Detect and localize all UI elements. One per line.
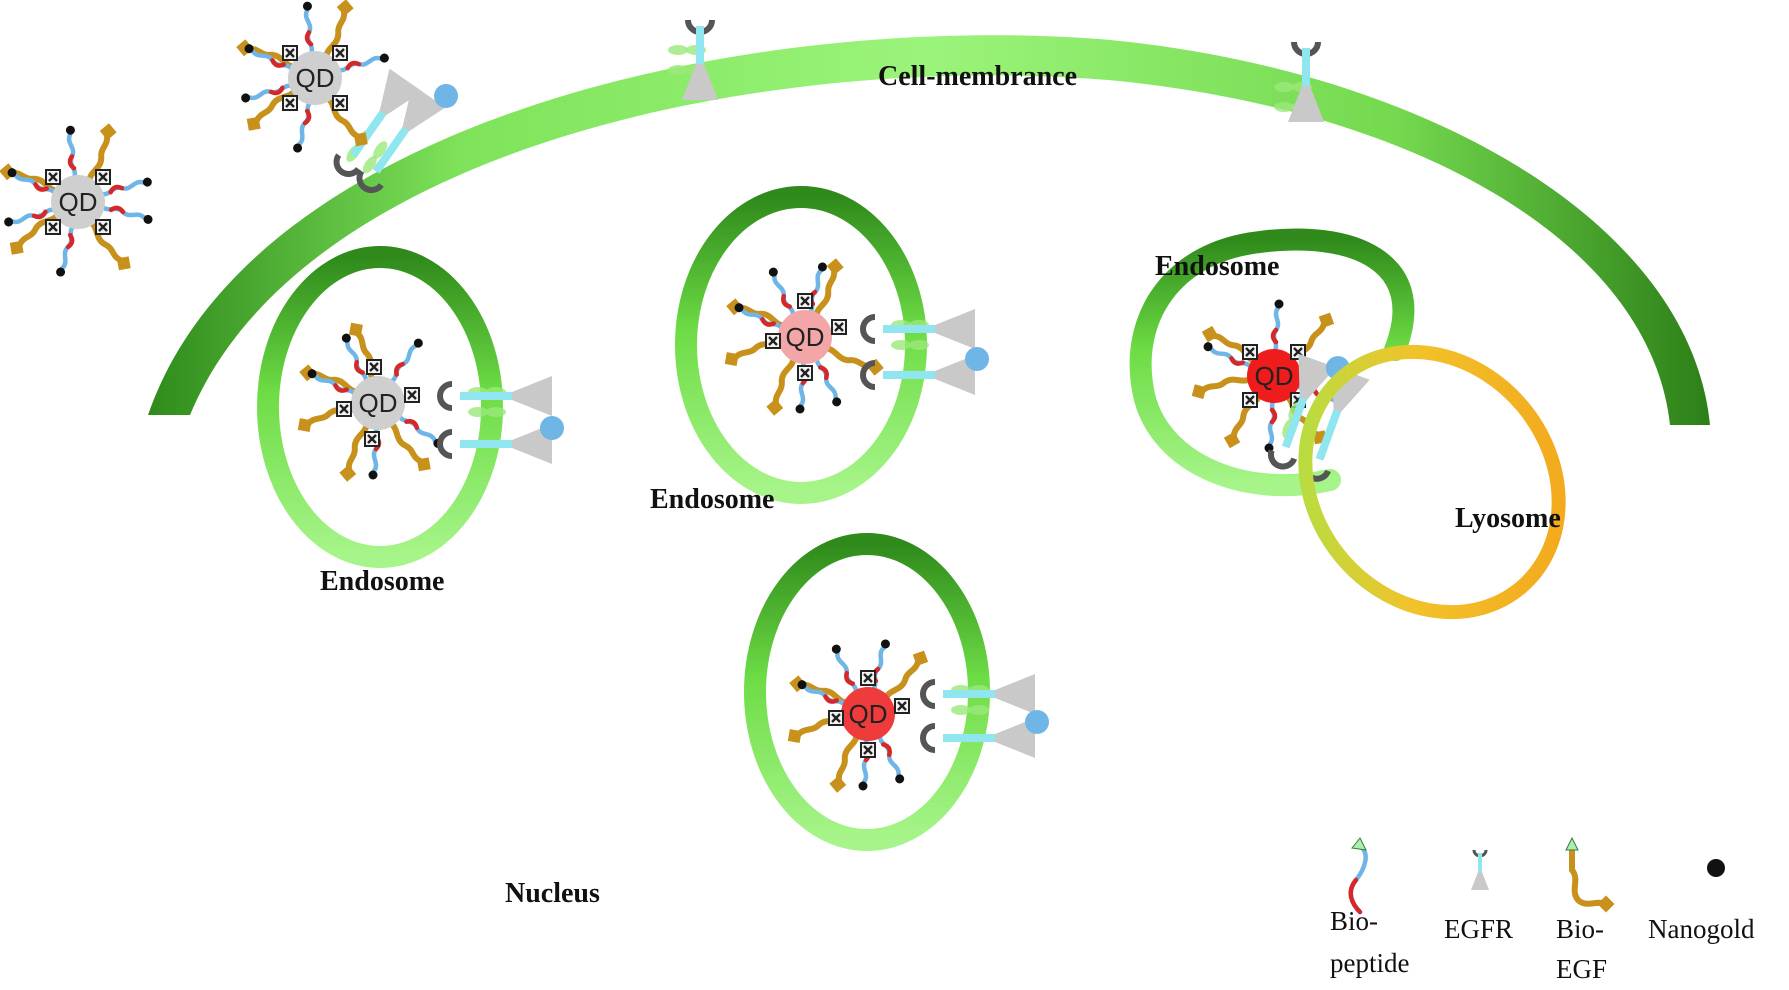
bioegf-label-1: Bio- — [1556, 914, 1604, 944]
biopeptide-label-1: Bio- — [1330, 906, 1378, 936]
cell-membrane-label: Cell-membrance — [878, 61, 1077, 92]
nanogold-icon — [1707, 859, 1725, 877]
bioegf-icon — [1565, 836, 1615, 913]
legend-egfr: EGFR — [1444, 848, 1513, 944]
qd-label: QD — [786, 322, 825, 352]
qd-label: QD — [59, 187, 98, 217]
qd-complex-binding: QD — [234, 0, 390, 154]
endosome-3: QD — [744, 533, 1049, 851]
legend-bioegf: Bio- EGF — [1556, 836, 1615, 984]
qd-label: QD — [359, 388, 398, 418]
biopeptide-icon — [1348, 837, 1368, 915]
endosome-3-label: Endosome — [1155, 251, 1279, 282]
legend: Bio- peptide EGFR Bio- EGF Nanogold — [1330, 836, 1755, 984]
qd-label: QD — [296, 63, 335, 93]
cell-membrane — [148, 35, 1710, 425]
endosome-2-label: Endosome — [650, 484, 774, 515]
membrane-receptor-left — [325, 51, 459, 203]
qd-label: QD — [1255, 361, 1294, 391]
nanogold-label: Nanogold — [1648, 914, 1755, 944]
egfr-label: EGFR — [1444, 914, 1513, 944]
endosome-1-label: Endosome — [320, 566, 444, 597]
endosome-2: QD — [675, 186, 989, 504]
lysosome — [1298, 344, 1566, 620]
egfr-icon — [1469, 848, 1491, 892]
endosome-1: QD — [257, 246, 564, 568]
qd-complex-free: QD — [0, 121, 154, 277]
biopeptide-label-2: peptide — [1330, 948, 1409, 978]
nucleus-label: Nucleus — [505, 878, 600, 909]
legend-nanogold: Nanogold — [1648, 859, 1755, 944]
qd-label: QD — [849, 699, 888, 729]
bioegf-label-2: EGF — [1556, 954, 1607, 984]
lysosome-label: Lyosome — [1455, 503, 1561, 534]
legend-biopeptide: Bio- peptide — [1330, 837, 1409, 978]
